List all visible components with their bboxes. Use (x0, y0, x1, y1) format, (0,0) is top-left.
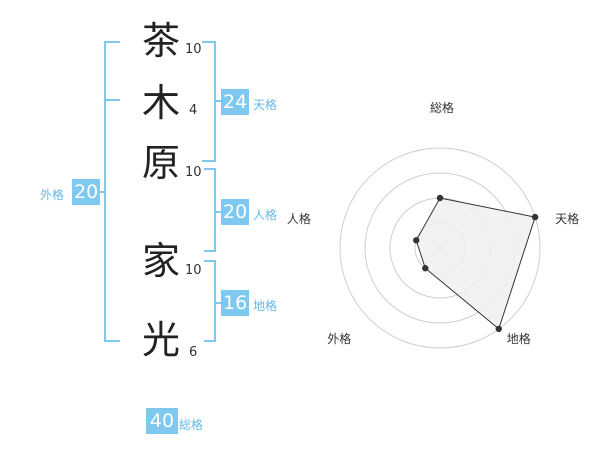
radar-ring-4 (339, 147, 541, 349)
radar-point-人格 (413, 237, 420, 244)
soukaku-label: 総格 (179, 418, 204, 432)
radar-axis-label: 地格 (507, 331, 531, 346)
soukaku-badge: 40 (146, 408, 178, 434)
gaikaku-badge: 20 (72, 179, 100, 205)
radar-point-総格 (436, 194, 444, 202)
chikaku-bracket-connector (214, 302, 222, 304)
jinkaku-badge: 20 (221, 199, 249, 225)
tenkaku-label: 天格 (253, 98, 278, 112)
stroke-count-3: 10 (185, 165, 202, 180)
name-char-1: 茶 (142, 19, 181, 63)
name-char-4: 家 (142, 239, 181, 283)
name-char-3: 原 (142, 141, 181, 185)
radar-axis-label: 総格 (430, 100, 454, 115)
stroke-count-2: 4 (189, 103, 198, 118)
jinkaku-label: 人格 (253, 208, 278, 222)
gaikaku-label: 外格 (40, 188, 65, 202)
radar-point-天格 (531, 213, 539, 221)
radar-series-area (415, 197, 536, 330)
stroke-count-1: 10 (185, 42, 202, 57)
radar-point-地格 (495, 325, 502, 333)
stroke-count-4: 10 (185, 263, 202, 278)
gaikaku-bracket-tick (104, 99, 120, 101)
radar-axis-label: 人格 (287, 211, 311, 226)
chikaku-badge: 16 (221, 290, 249, 316)
radar-axis-label: 外格 (327, 331, 351, 346)
jinkaku-bracket-connector (214, 211, 222, 213)
gaikaku-bracket-connector (96, 191, 106, 193)
radar-point-外格 (422, 265, 429, 272)
jinkaku-bracket (204, 168, 216, 252)
chikaku-label: 地格 (253, 299, 278, 313)
name-char-5: 光 (142, 318, 181, 362)
stroke-count-5: 6 (189, 345, 198, 360)
chikaku-bracket (204, 260, 216, 342)
radar-axis-label: 天格 (555, 211, 579, 226)
name-char-2: 木 (142, 81, 181, 125)
tenkaku-badge: 24 (221, 89, 249, 115)
tenkaku-bracket-connector (214, 100, 222, 102)
